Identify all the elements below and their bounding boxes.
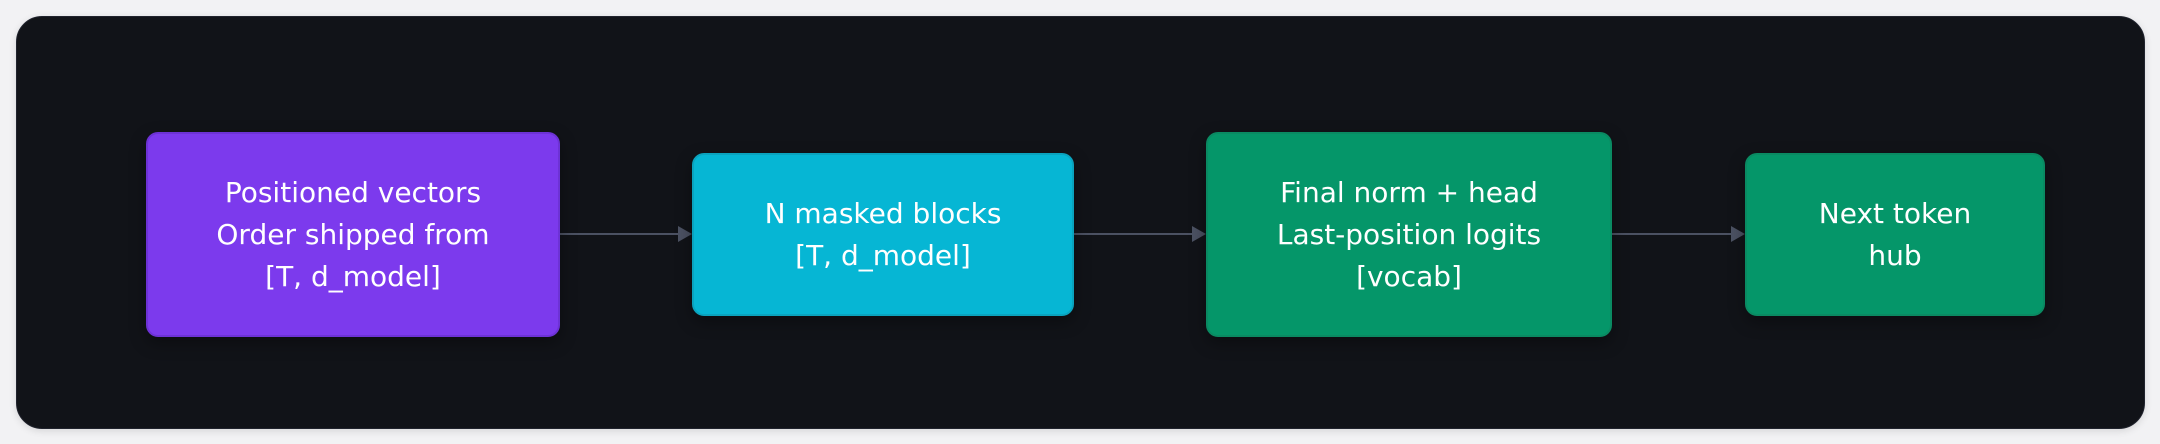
node-3-line-2: Last-position logits	[1276, 217, 1542, 251]
node-1-line-1: Positioned vectors	[224, 175, 482, 209]
node-1-line-3: [T, d_model]	[265, 259, 441, 293]
node-3-line-3: [vocab]	[1356, 259, 1462, 293]
node-1-line-2: Order shipped from	[216, 217, 490, 251]
node-4-line-1: Next token	[1818, 196, 1972, 230]
node-2-line-1: N masked blocks	[764, 196, 1002, 230]
node-positioned-vectors: Positioned vectors Order shipped from [T…	[146, 132, 560, 337]
node-final-norm-head: Final norm + head Last-position logits […	[1206, 132, 1612, 337]
node-masked-blocks: N masked blocks [T, d_model]	[692, 153, 1074, 316]
node-next-token: Next token hub	[1745, 153, 2045, 316]
node-2-line-2: [T, d_model]	[795, 238, 971, 272]
node-4-line-2: hub	[1868, 238, 1922, 272]
node-3-line-1: Final norm + head	[1280, 175, 1538, 209]
